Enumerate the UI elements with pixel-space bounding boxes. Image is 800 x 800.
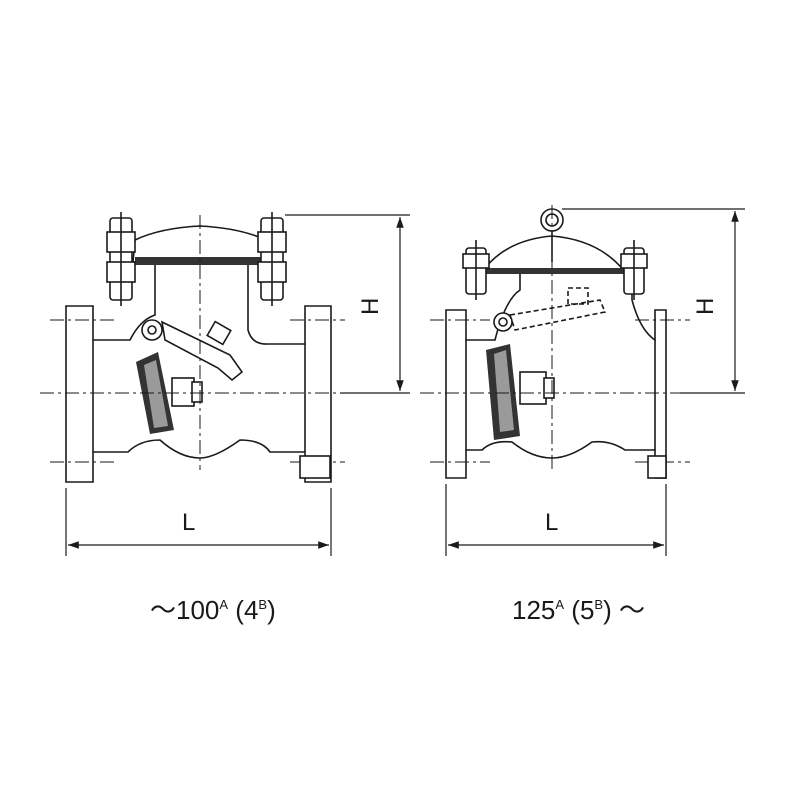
caption-left: ～100A (4B) xyxy=(150,590,276,627)
valve-right-body xyxy=(445,271,667,479)
valve-left-hinge xyxy=(141,319,244,382)
caption-right-sup2: B xyxy=(594,597,604,612)
valve-left-disc xyxy=(136,352,203,434)
caption-left-mid: (4 xyxy=(228,595,259,625)
caption-right: 125A (5B) ～ xyxy=(512,590,645,627)
dim-left-l-label: L xyxy=(182,509,195,536)
valve-right-bolt-right xyxy=(620,240,648,300)
caption-right-suffix: ) ～ xyxy=(603,595,645,625)
valve-right-bolt-left xyxy=(462,240,490,300)
dim-left-h xyxy=(285,214,410,394)
dim-right-l-label: L xyxy=(545,509,558,536)
valve-left-bonnet-gasket xyxy=(135,257,268,265)
caption-right-mid: (5 xyxy=(564,595,595,625)
valve-right-bonnet-gasket xyxy=(482,268,630,274)
dim-right-h-label: H xyxy=(692,298,719,315)
caption-left-sup1: A xyxy=(219,597,229,612)
valve-right-bonnet xyxy=(480,235,627,273)
dim-right-h xyxy=(562,208,745,394)
dim-right-l xyxy=(445,484,667,556)
dim-left-h-label: H xyxy=(357,298,384,315)
caption-right-prefix: 125 xyxy=(512,595,556,625)
caption-left-prefix: ～100 xyxy=(150,595,220,625)
caption-left-sup2: B xyxy=(258,597,268,612)
valve-left-bolt-left xyxy=(106,212,136,306)
dim-left-l xyxy=(65,488,332,556)
caption-right-sup1: A xyxy=(555,597,565,612)
valve-left xyxy=(40,212,360,483)
valve-right-disc xyxy=(486,344,555,440)
valve-right xyxy=(420,205,745,479)
valve-left-bolt-right xyxy=(257,212,287,306)
valve-right-hinge xyxy=(493,287,607,332)
caption-left-suffix: ) xyxy=(267,595,276,625)
